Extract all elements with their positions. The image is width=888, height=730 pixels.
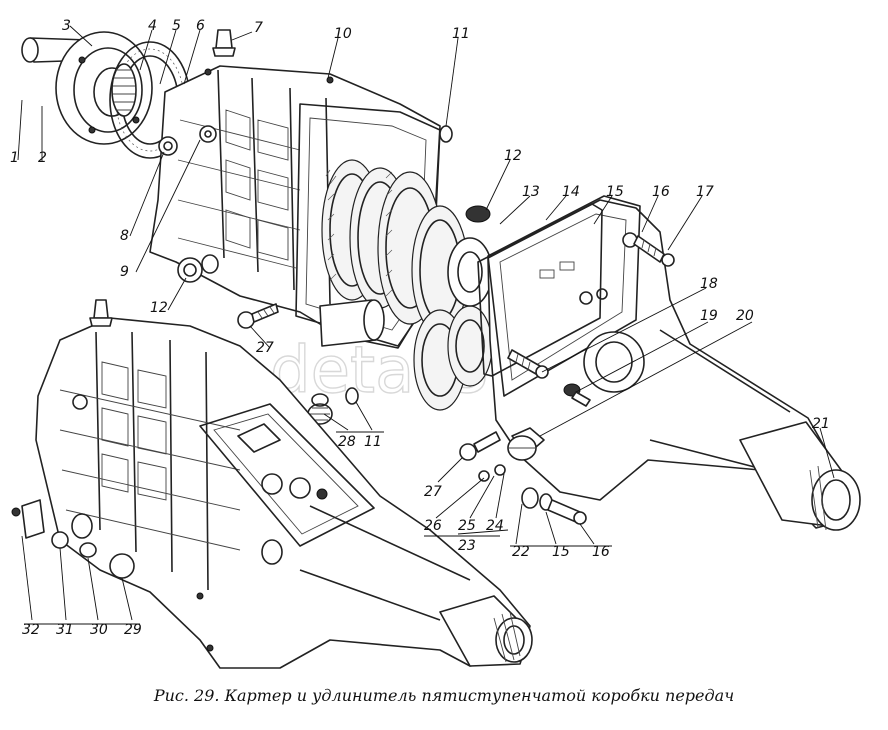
callout-2: 2	[38, 150, 47, 166]
callout-9: 9	[120, 264, 129, 280]
callout-3: 3	[62, 18, 71, 34]
extension-bolt-upper	[622, 232, 675, 267]
callout-20: 20	[736, 308, 754, 324]
leader-lines	[17, 25, 835, 621]
callout-10: 10	[334, 26, 352, 42]
callout-18: 18	[700, 276, 718, 292]
callout-17: 17	[696, 184, 714, 200]
assembled-gearbox	[11, 299, 533, 669]
lower-fasteners	[459, 431, 587, 525]
filler-plug	[307, 205, 491, 425]
extension-gasket	[477, 203, 603, 377]
callout-26: 26	[424, 518, 442, 534]
callout-5: 5	[172, 18, 181, 34]
callout-16-top: 16	[652, 184, 670, 200]
callout-7: 7	[254, 20, 263, 36]
callout-8: 8	[120, 228, 129, 244]
callout-27-lower: 27	[424, 484, 442, 500]
dowel-pins	[345, 125, 453, 405]
front-bolts	[158, 125, 217, 156]
callout-25: 25	[458, 518, 476, 534]
callout-30: 30	[90, 622, 108, 638]
callout-32: 32	[22, 622, 40, 638]
input-shaft-splines	[111, 63, 137, 117]
callout-6: 6	[196, 18, 205, 34]
callout-4: 4	[148, 18, 157, 34]
callout-16-bottom: 16	[592, 544, 610, 560]
callout-15-top: 15	[606, 184, 624, 200]
callout-27-upper: 27	[256, 340, 274, 356]
extension-bolt-mid	[507, 349, 549, 379]
callout-13: 13	[522, 184, 540, 200]
callout-12-left: 12	[150, 300, 168, 316]
callout-21: 21	[812, 416, 830, 432]
callout-29: 29	[124, 622, 142, 638]
callout-22: 22	[512, 544, 530, 560]
mount-bolt-upper	[237, 303, 279, 329]
callout-labels: 1 2 3 4 5 6 7 8 9 10 11 12 13 14 15 16 1…	[10, 18, 830, 638]
callout-24: 24	[486, 518, 504, 534]
gear-cluster	[319, 159, 493, 411]
drain-plug-upper	[177, 254, 219, 283]
callout-14: 14	[562, 184, 580, 200]
input-shaft-bearing-cover	[21, 31, 153, 145]
figure-caption: Рис. 29. Картер и удлинитель пятиступенч…	[153, 686, 735, 705]
callout-11-bottom: 11	[364, 434, 382, 450]
callout-11-top: 11	[452, 26, 470, 42]
callout-12-top: 12	[504, 148, 522, 164]
shift-rod-assembly	[507, 383, 591, 461]
callout-15-bottom: 15	[552, 544, 570, 560]
callout-19: 19	[700, 308, 718, 324]
callout-28: 28	[338, 434, 356, 450]
callout-1: 1	[10, 150, 19, 166]
callout-31: 31	[56, 622, 74, 638]
callout-23: 23	[458, 538, 476, 554]
label-underlines	[24, 431, 612, 625]
breather-plug	[212, 29, 236, 57]
extension-housing	[487, 195, 861, 531]
